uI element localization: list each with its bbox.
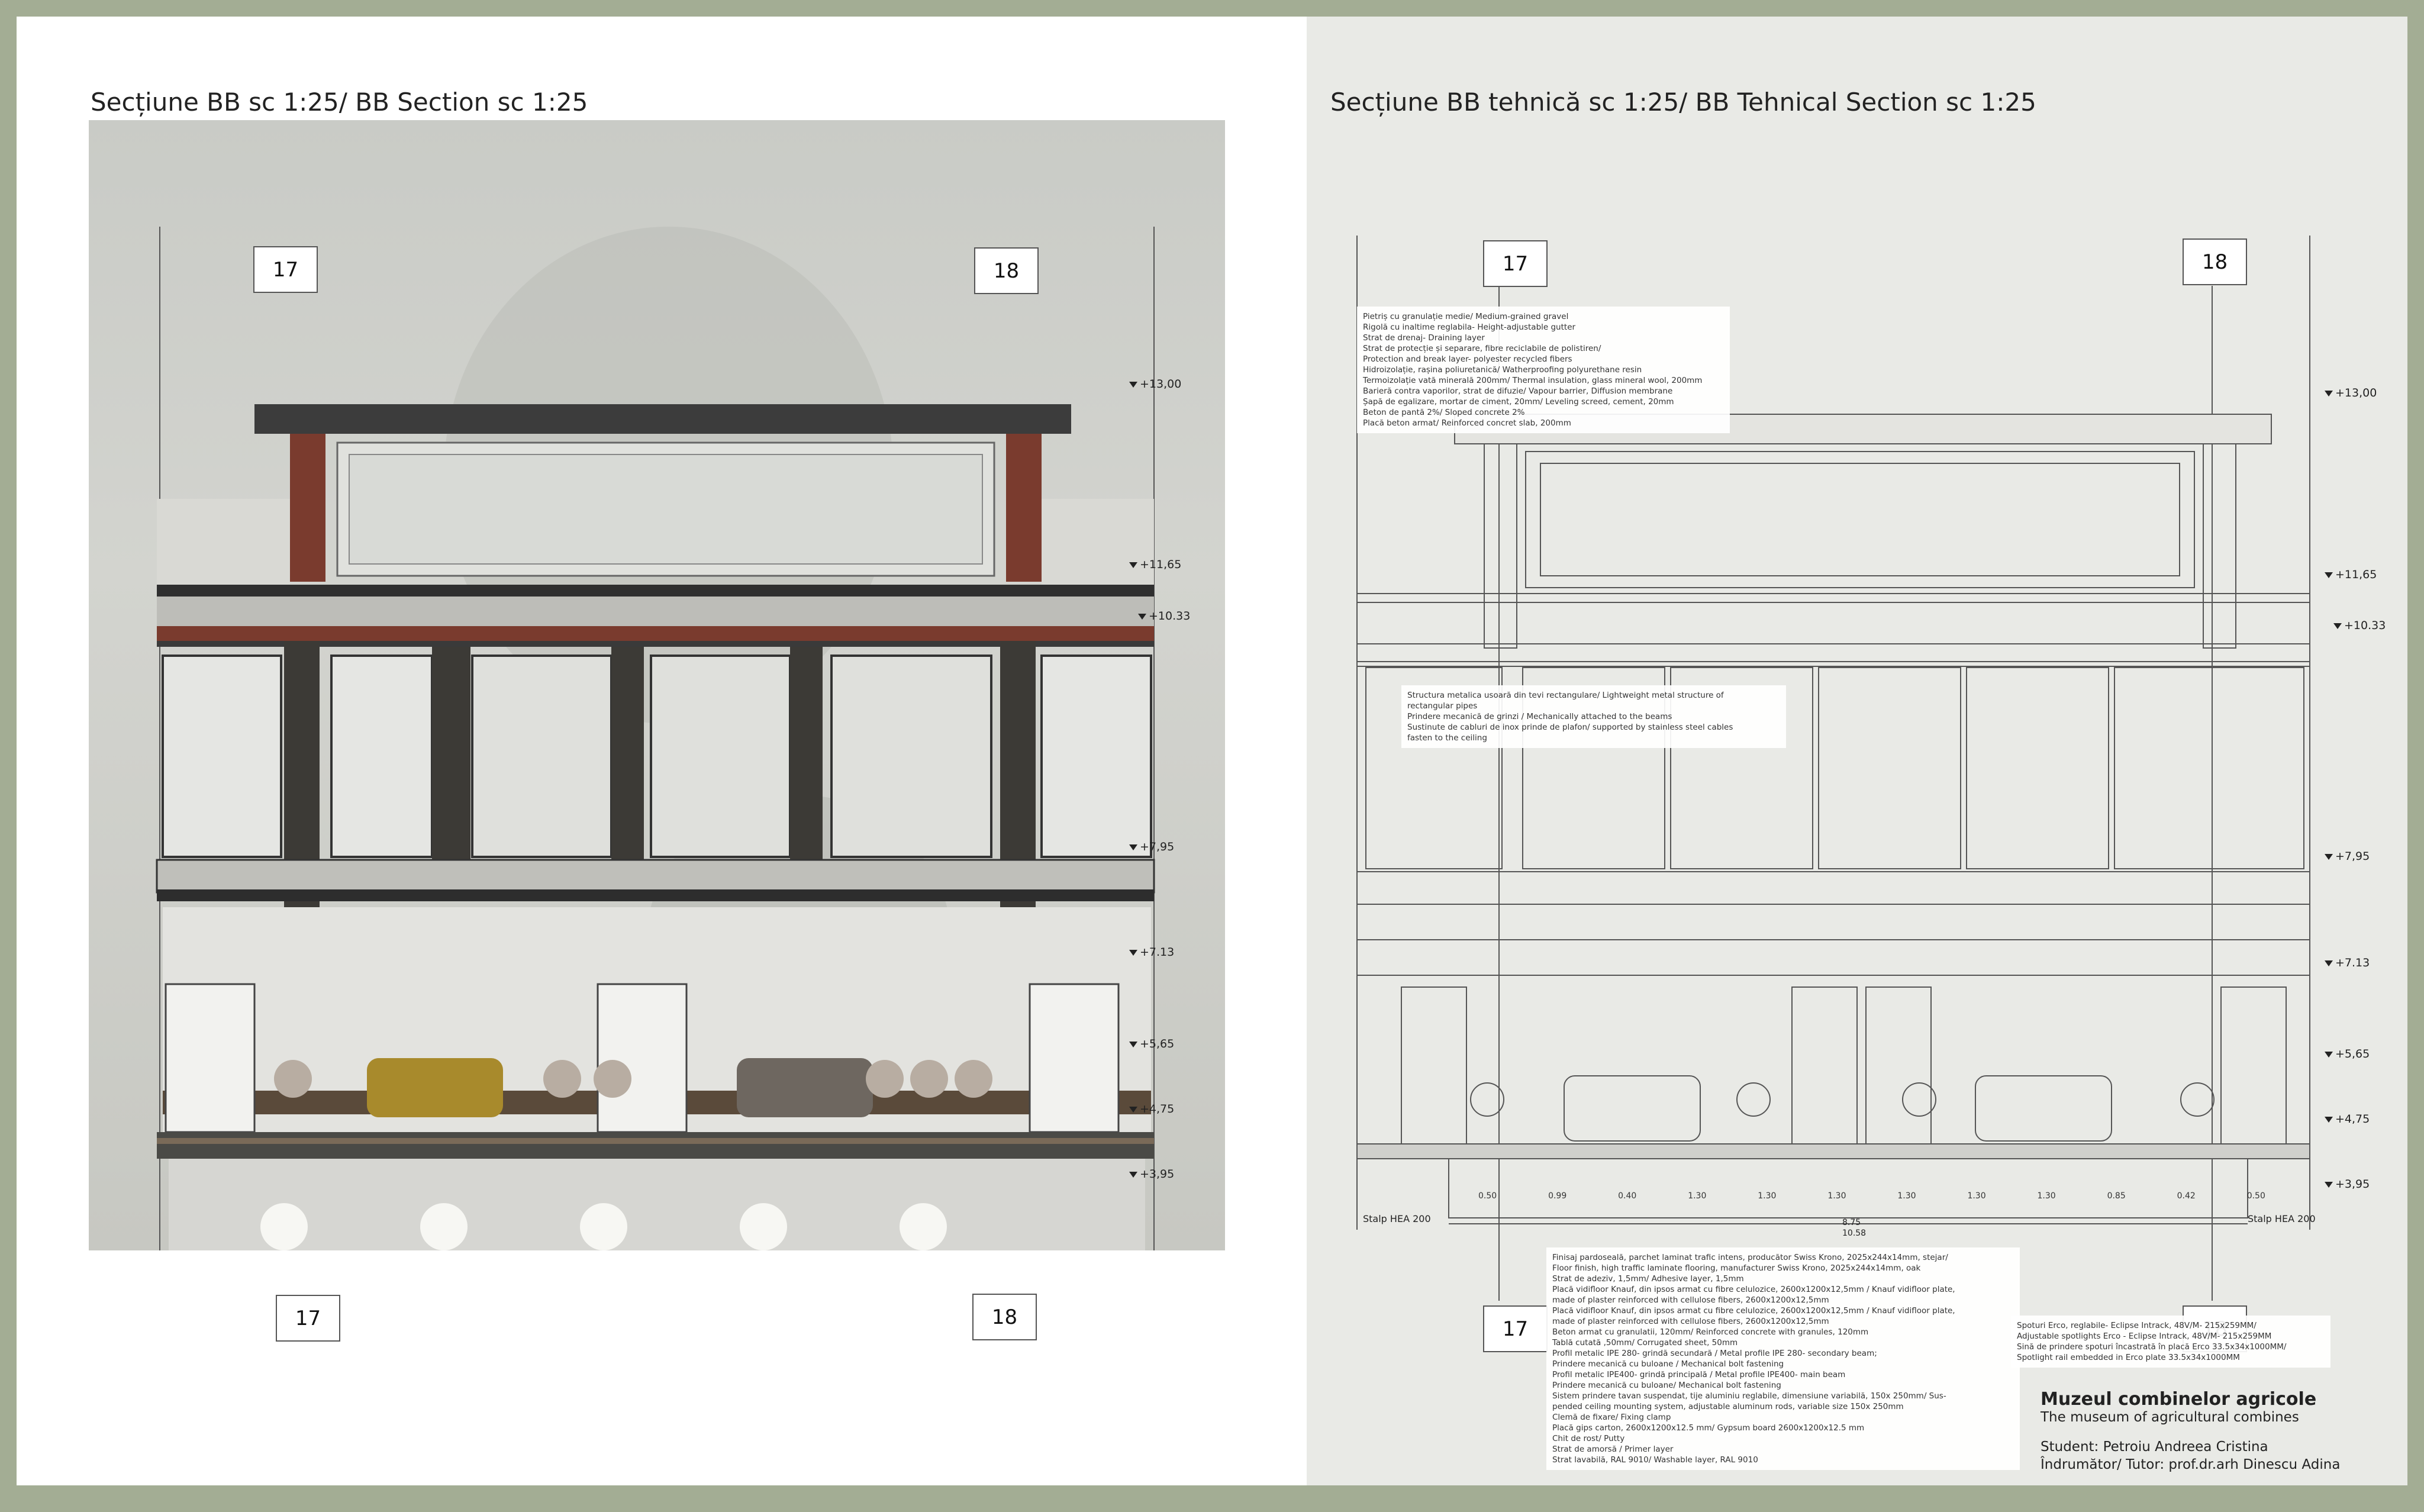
- note-line: Placă vidifloor Knauf, din ipsos armat c…: [1552, 1306, 1955, 1316]
- note-line: Rigolă cu inaltime reglabila- Height-adj…: [1363, 323, 1576, 332]
- dimension-row: 0.50 0.99 0.40 1.30 1.30 1.30 1.30 1.30 …: [1478, 1191, 2265, 1201]
- level-label-tech: +4,75: [2325, 1113, 2370, 1126]
- note-line: Finisaj pardoseală, parchet laminat traf…: [1552, 1253, 1948, 1262]
- note-line: Sistem prindere tavan suspendat, tije al…: [1552, 1391, 1946, 1401]
- level-label: +4,75: [1129, 1102, 1174, 1116]
- drawing-sheet: Secțiune BB sc 1:25/ BB Section sc 1:25 …: [17, 17, 2407, 1485]
- grid-label-18-top-tech: 18: [2183, 238, 2247, 285]
- project-title: Muzeul combinelor agricole: [2041, 1389, 2317, 1410]
- note-line: made of plaster reinforced with cellulos…: [1552, 1295, 1829, 1305]
- rendered-section-drawing: [156, 227, 1155, 1250]
- note-line: Clemă de fixare/ Fixing clamp: [1552, 1413, 1671, 1422]
- technical-section-drawing: [1356, 236, 2310, 1301]
- level-label-tech: +5,65: [2325, 1047, 2370, 1060]
- note-line: Hidroizolație, rașina poliuretanică/ Wat…: [1363, 365, 1642, 375]
- note-line: Strat lavabilă, RAL 9010/ Washable layer…: [1552, 1455, 1758, 1465]
- note-line: Spotlight rail embedded in Erco plate 33…: [2017, 1353, 2240, 1362]
- note-line: rectangular pipes: [1407, 701, 1478, 711]
- level-label-tech: +10.33: [2333, 619, 2386, 632]
- dim: 0.50: [1478, 1191, 1497, 1201]
- floor-layers-note: Finisaj pardoseală, parchet laminat traf…: [1546, 1247, 2020, 1470]
- note-line: Adjustable spotlights Erco - Eclipse Int…: [2017, 1332, 2272, 1341]
- note-line: Sină de prindere spoturi încastrată în p…: [2017, 1342, 2287, 1352]
- note-line: Prindere mecanică cu buloane/ Mechanical…: [1552, 1381, 1781, 1390]
- dim: 1.30: [1827, 1191, 1846, 1201]
- structure-note: Structura metalica usoară din tevi recta…: [1401, 685, 1786, 748]
- note-line: pended ceiling mounting system, adjustab…: [1552, 1402, 1904, 1411]
- dim: 0.99: [1548, 1191, 1567, 1201]
- grid-label-17-top-tech: 17: [1483, 240, 1548, 287]
- note-line: Placă vidifloor Knauf, din ipsos armat c…: [1552, 1285, 1955, 1294]
- grid-label-18-top: 18: [974, 247, 1039, 294]
- note-line: Profil metalic IPE400- grindă principală…: [1552, 1370, 1846, 1379]
- section-title-left: Secțiune BB sc 1:25/ BB Section sc 1:25: [91, 88, 588, 117]
- dim: 1.30: [1897, 1191, 1916, 1201]
- note-line: Structura metalica usoară din tevi recta…: [1407, 691, 1724, 700]
- dim: 1.30: [1688, 1191, 1707, 1201]
- grid-label-17-top: 17: [253, 246, 318, 293]
- note-line: Prindere mecanică cu buloane / Mechanica…: [1552, 1359, 1784, 1369]
- note-line: Prindere mecanică de grinzi / Mechanical…: [1407, 712, 1672, 721]
- dim-total: 8.75: [1842, 1218, 1861, 1227]
- note-line: made of plaster reinforced with cellulos…: [1552, 1317, 1829, 1326]
- note-line: Șapă de egalizare, mortar de ciment, 20m…: [1363, 397, 1674, 407]
- level-label: +11,65: [1129, 558, 1181, 571]
- note-line: Sustinute de cabluri de inox prinde de p…: [1407, 723, 1733, 732]
- level-label-tech: +13,00: [2325, 386, 2377, 399]
- note-line: Chit de rost/ Putty: [1552, 1434, 1625, 1443]
- note-line: Strat de adeziv, 1,5mm/ Adhesive layer, …: [1552, 1274, 1744, 1284]
- level-label-tech: +7,95: [2325, 850, 2370, 863]
- note-line: Floor finish, high traffic laminate floo…: [1552, 1263, 1921, 1273]
- rendered-section: [89, 120, 1225, 1250]
- note-line: Strat de drenaj- Draining layer: [1363, 333, 1485, 343]
- level-label: +7,95: [1129, 840, 1174, 853]
- section-title-right: Secțiune BB tehnică sc 1:25/ BB Tehnical…: [1330, 88, 2036, 117]
- note-line: Strat de protecție și separare, fibre re…: [1363, 344, 1601, 353]
- note-line: Pietriș cu granulație medie/ Medium-grai…: [1363, 312, 1569, 321]
- note-line: Strat de amorsă / Primer layer: [1552, 1445, 1674, 1454]
- spotlight-note: Spoturi Erco, reglabile- Eclipse Intrack…: [2011, 1316, 2330, 1368]
- level-label: +5,65: [1129, 1037, 1174, 1050]
- note-line: Beton armat cu granulatii, 120mm/ Reinfo…: [1552, 1327, 1869, 1337]
- dim: 0.42: [2177, 1191, 2196, 1201]
- note-line: Placă gips carton, 2600x1200x12.5 mm/ Gy…: [1552, 1423, 1865, 1433]
- level-label-tech: +11,65: [2325, 568, 2377, 581]
- level-label: +13,00: [1129, 378, 1181, 391]
- note-line: Termoizolație vată minerală 200mm/ Therm…: [1363, 376, 1703, 385]
- grid-label-18-bottom: 18: [972, 1294, 1037, 1340]
- level-label-tech: +7.13: [2325, 956, 2370, 969]
- dim: 0.85: [2107, 1191, 2126, 1201]
- student-name: Student: Petroiu Andreea Cristina: [2041, 1439, 2268, 1455]
- note-line: Protection and break layer- polyester re…: [1363, 354, 1572, 364]
- dim: 0.40: [1618, 1191, 1637, 1201]
- level-label: +3,95: [1129, 1168, 1174, 1181]
- note-line: Tablă cutată ,50mm/ Corrugated sheet, 50…: [1552, 1338, 1738, 1347]
- column-label-left: Stalp HEA 200: [1363, 1213, 1431, 1224]
- roof-layers-note: Pietriș cu granulație medie/ Medium-grai…: [1357, 307, 1730, 433]
- dim: 1.30: [2037, 1191, 2056, 1201]
- grid-label-17-bottom: 17: [276, 1295, 340, 1342]
- note-line: fasten to the ceiling: [1407, 733, 1487, 743]
- dim: 1.30: [1967, 1191, 1986, 1201]
- dim: 1.30: [1758, 1191, 1777, 1201]
- grid-label-17-bottom-tech: 17: [1483, 1305, 1548, 1352]
- level-label: +7.13: [1129, 946, 1174, 959]
- note-line: Placă beton armat/ Reinforced concret sl…: [1363, 418, 1571, 428]
- project-subtitle: The museum of agricultural combines: [2041, 1410, 2299, 1425]
- note-line: Spoturi Erco, reglabile- Eclipse Intrack…: [2017, 1321, 2257, 1330]
- note-line: Profil metalic IPE 280- grindă secundară…: [1552, 1349, 1877, 1358]
- note-line: Barieră contra vaporilor, strat de difuz…: [1363, 386, 1673, 396]
- title-block: Muzeul combinelor agricole The museum of…: [2041, 1391, 2372, 1474]
- dim-overall: 10.58: [1842, 1229, 1867, 1238]
- note-line: Beton de pantă 2%/ Sloped concrete 2%: [1363, 408, 1525, 417]
- level-label: +10.33: [1138, 610, 1190, 623]
- dim: 0.50: [2246, 1191, 2265, 1201]
- tutor-name: Îndrumător/ Tutor: prof.dr.arh Dinescu A…: [2041, 1457, 2341, 1472]
- column-label-right: Stalp HEA 200: [2248, 1213, 2316, 1224]
- level-label-tech: +3,95: [2325, 1178, 2370, 1191]
